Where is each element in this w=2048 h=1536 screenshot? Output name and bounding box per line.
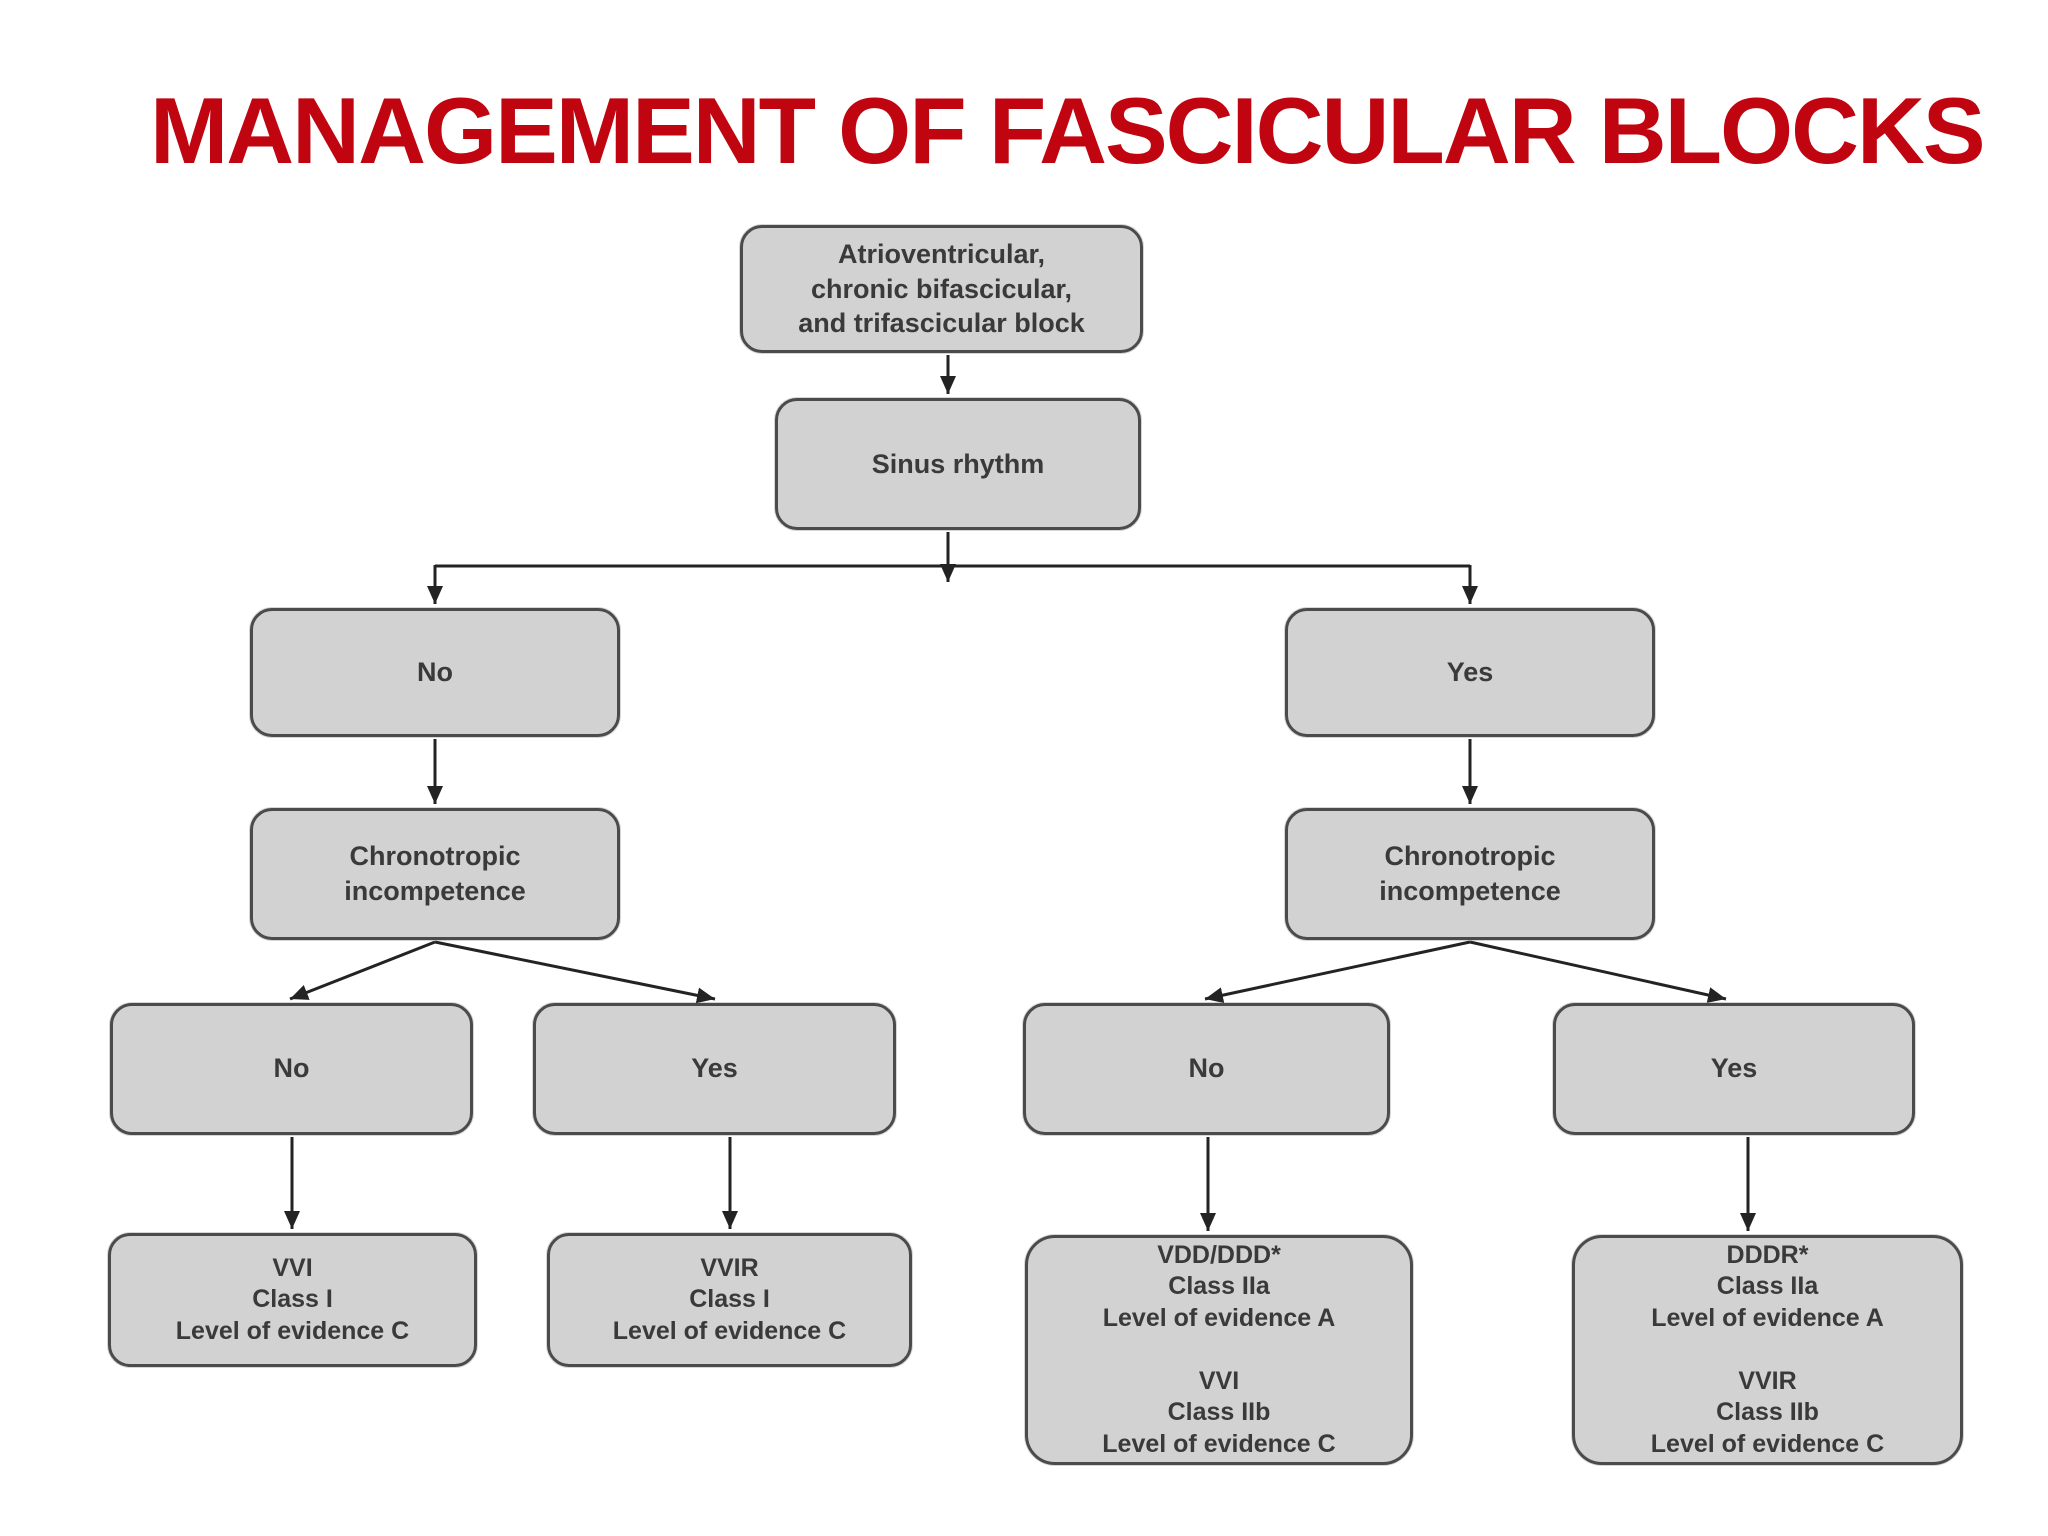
slide-title: MANAGEMENT OF FASCICULAR BLOCKS: [150, 78, 1986, 183]
node-sinus-rhythm: Sinus rhythm: [775, 398, 1141, 530]
node-recommendation-vvi-class-i: VVI Class I Level of evidence C: [108, 1233, 477, 1367]
node-atrioventricular-bifascicular-trifascicular-block: Atrioventricular, chronic bifascicular, …: [740, 225, 1143, 353]
arrow-chronotropic-left-to-yes: [434, 940, 716, 1004]
node-sinus-rhythm-yes: Yes: [1285, 608, 1655, 737]
node-chronotropic-left-yes: Yes: [533, 1003, 896, 1135]
node-chronotropic-incompetence-left: Chronotropic incompetence: [250, 808, 620, 940]
node-sinus-rhythm-no: No: [250, 608, 620, 737]
arrow-chronotropic-left-to-no: [289, 940, 436, 1001]
node-recommendation-vdd-ddd: VDD/DDD* Class IIa Level of evidence A V…: [1025, 1235, 1413, 1465]
arrow-chronotropic-right-to-yes: [1469, 940, 1727, 1003]
node-recommendation-vvir-class-i: VVIR Class I Level of evidence C: [547, 1233, 912, 1367]
node-chronotropic-right-no: No: [1023, 1003, 1390, 1135]
node-chronotropic-incompetence-right: Chronotropic incompetence: [1285, 808, 1655, 940]
node-recommendation-dddr: DDDR* Class IIa Level of evidence A VVIR…: [1572, 1235, 1963, 1465]
node-chronotropic-right-yes: Yes: [1553, 1003, 1915, 1135]
arrow-chronotropic-right-to-no: [1204, 940, 1471, 1004]
node-chronotropic-left-no: No: [110, 1003, 473, 1135]
